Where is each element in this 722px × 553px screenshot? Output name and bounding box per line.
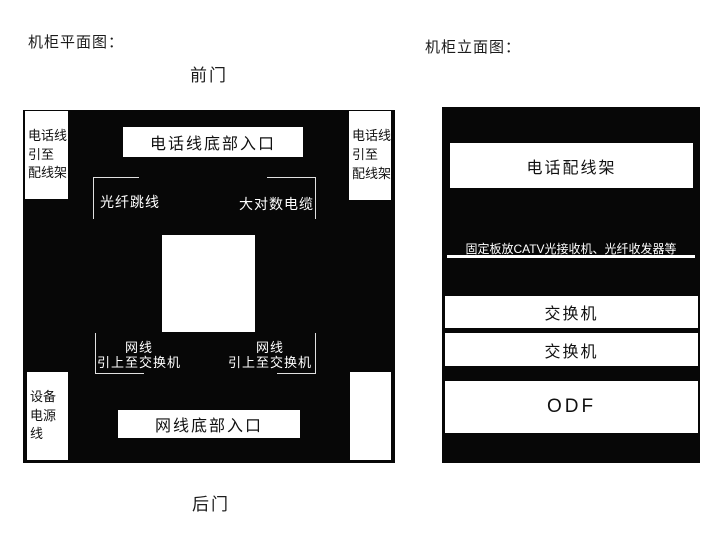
phone-line-to-frame-panel-top-left: 电话线 引至 配线架: [25, 111, 68, 199]
front-door-label: 前门: [190, 66, 228, 85]
switch-shelf-bottom: 交换机: [445, 333, 698, 366]
bracket-bottom-left-h: [95, 373, 144, 374]
bracket-top-left-h: [93, 177, 139, 178]
fixed-board-line: [447, 255, 695, 258]
central-cable-duct-area: [162, 235, 255, 332]
net-to-switch-label-left: 网线 引上至交换机: [96, 340, 181, 370]
fiber-jumper-label: 光纤跳线: [100, 194, 160, 210]
elevation-view-title: 机柜立面图：: [425, 39, 522, 56]
catv-fixed-board-note: 固定板放CATV光接收机、光纤收发器等: [465, 242, 677, 256]
back-door-label: 后门: [192, 495, 230, 514]
phone-line-to-frame-panel-top-right: 电话线 引至 配线架: [349, 111, 391, 200]
network-cable-bottom-entry-box: 网线底部入口: [118, 410, 300, 438]
plan-view-title: 机柜平面图：: [28, 34, 125, 51]
phone-line-bottom-entry-box: 电话线底部入口: [123, 127, 303, 157]
equipment-power-cord-panel: 设备 电源线: [27, 372, 68, 460]
bracket-bottom-left-v: [95, 333, 96, 373]
bracket-top-left-v: [93, 177, 94, 219]
switch-shelf-top: 交换机: [445, 296, 698, 328]
bracket-top-right-v: [315, 177, 316, 219]
bracket-top-right-h: [267, 177, 315, 178]
bracket-bottom-right-v: [315, 333, 316, 373]
odf-shelf: ODF: [445, 381, 698, 433]
big-pair-cable-label: 大对数电缆: [239, 196, 314, 212]
phone-distribution-frame-shelf: 电话配线架: [450, 143, 693, 188]
net-to-switch-label-right: 网线 引上至交换机: [227, 340, 312, 370]
blank-corner-panel-bottom-right: [350, 372, 391, 460]
elevation-cabinet-body: 电话配线架 固定板放CATV光接收机、光纤收发器等 交换机 交换机 ODF: [442, 107, 700, 463]
plan-cabinet-body: 电话线 引至 配线架 电话线 引至 配线架 设备 电源线 电话线底部入口 网线底…: [23, 110, 395, 463]
bracket-bottom-right-h: [277, 373, 316, 374]
